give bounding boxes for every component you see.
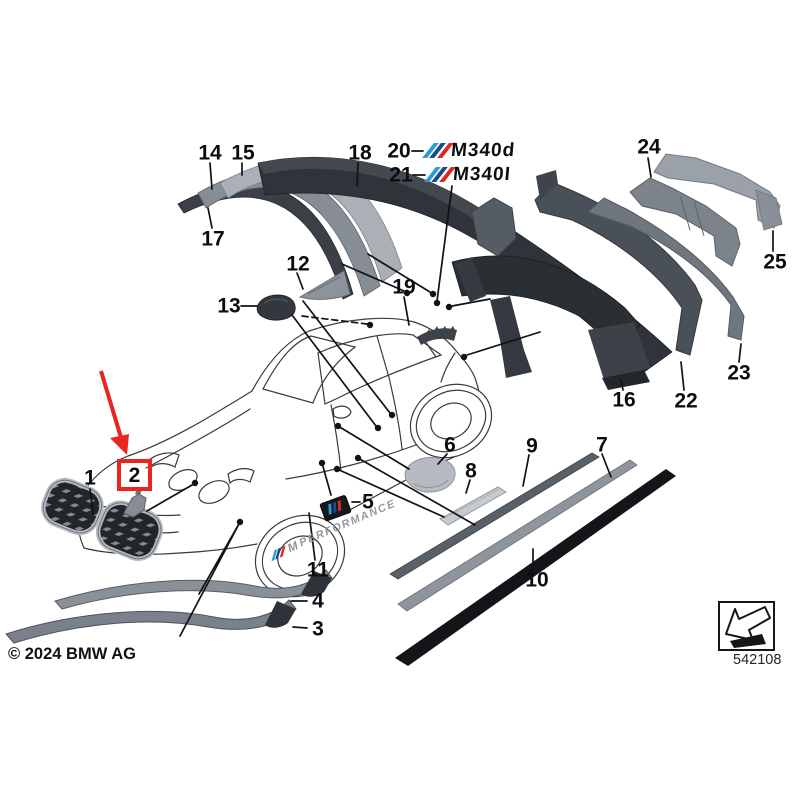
part-fin-12[interactable] (298, 270, 351, 300)
part-side-sill-10[interactable] (395, 469, 676, 666)
callout-17[interactable]: 17 (201, 227, 225, 251)
callout-3[interactable]: 3 (312, 617, 324, 641)
part-side-skirt-9[interactable] (389, 452, 600, 580)
part-front-splitter-4[interactable] (54, 569, 333, 610)
callout-19[interactable]: 19 (392, 275, 416, 299)
part-rear-diffuser-23[interactable] (587, 197, 745, 341)
callout-10[interactable]: 10 (525, 568, 549, 592)
part-rear-diffuser-24[interactable] (629, 177, 741, 267)
m-logo-stripes-icon (423, 167, 456, 182)
part-rear-wing-16[interactable] (451, 255, 650, 390)
part-diffuser-corner[interactable] (471, 197, 517, 257)
callout-6[interactable]: 6 (444, 433, 456, 457)
callout-18[interactable]: 18 (348, 141, 372, 165)
callout-15[interactable]: 15 (231, 141, 255, 165)
callout-5[interactable]: 5 (362, 490, 374, 514)
part-gurney-flap-19[interactable] (417, 326, 457, 345)
callout-1[interactable]: 1 (84, 466, 96, 490)
callout-23[interactable]: 23 (727, 361, 751, 385)
callout-16[interactable]: 16 (612, 388, 636, 412)
callout-13[interactable]: 13 (217, 294, 241, 318)
part-badge-m340d[interactable]: M340d (421, 139, 516, 161)
part-badge-m340i[interactable]: M340I (423, 163, 512, 185)
badge-m340d-text: M340d (449, 139, 516, 161)
copyright-text: © 2024 BMW AG (8, 645, 136, 663)
callout-24[interactable]: 24 (637, 135, 661, 159)
highlight-arrow (99, 370, 129, 455)
callout-21[interactable]: 21 (389, 163, 413, 187)
callout-11[interactable]: 11 (306, 558, 330, 582)
m-logo-stripes-icon (269, 545, 285, 561)
part-badge-5[interactable] (319, 495, 352, 522)
part-rear-diffuser-25[interactable] (653, 153, 783, 231)
callout-9[interactable]: 9 (526, 434, 538, 458)
part-front-splitter-3[interactable] (5, 599, 297, 644)
callout-14[interactable]: 14 (198, 141, 222, 165)
callout-25[interactable]: 25 (763, 250, 787, 274)
callout-22[interactable]: 22 (674, 389, 698, 413)
callout-8[interactable]: 8 (465, 459, 477, 483)
part-mirror-cap-6[interactable] (404, 456, 456, 493)
callout-12[interactable]: 12 (286, 252, 310, 276)
callout-2[interactable]: 2 (128, 463, 141, 487)
sheet-icon-box (718, 601, 775, 651)
callout-4[interactable]: 4 (312, 589, 324, 613)
badge-m340i-text: M340I (451, 163, 512, 185)
diagram-arrow-icon (725, 606, 771, 648)
sheet-number: 542108 (733, 652, 782, 668)
highlight-box-callout-2: 2 (117, 459, 152, 491)
part-mirror-cap-13[interactable] (256, 294, 296, 321)
m-logo-stripes-icon (421, 143, 454, 158)
part-side-skirt-7[interactable] (397, 459, 638, 612)
leader-lines (89, 150, 774, 637)
callout-20[interactable]: 20 (387, 139, 411, 163)
car-outline-drawing (77, 317, 493, 598)
callout-7[interactable]: 7 (596, 433, 608, 457)
